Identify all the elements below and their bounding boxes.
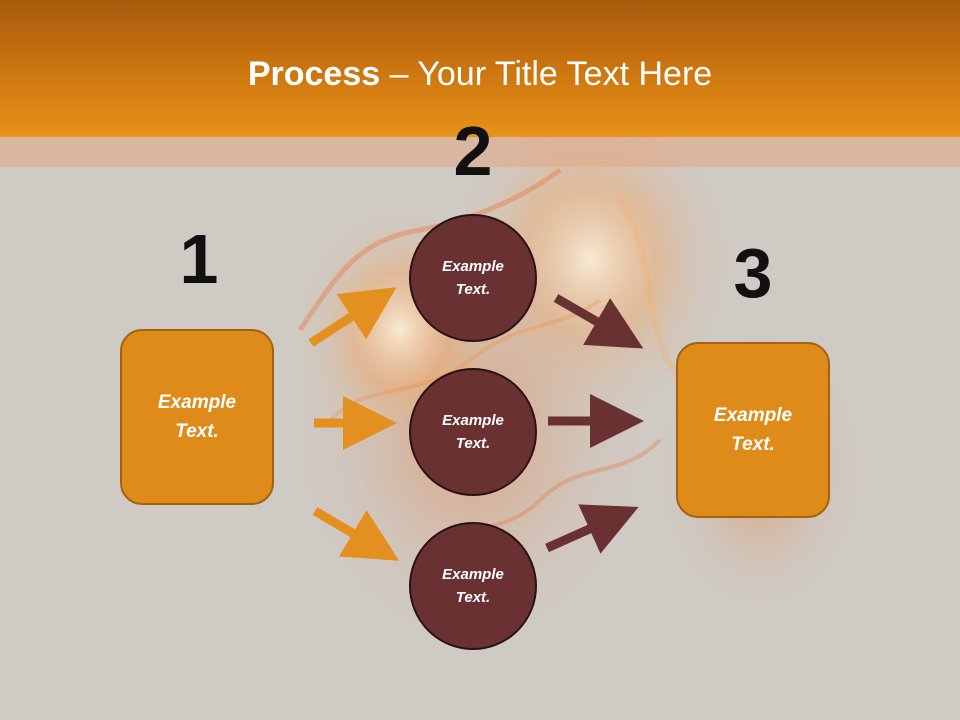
- circle-bottom-text: Example Text.: [442, 566, 504, 606]
- title-rest: – Your Title Text Here: [380, 55, 713, 93]
- left-process-box: Example Text.: [120, 329, 274, 505]
- step-number-1: 1: [179, 220, 219, 298]
- right-box-text: Example Text.: [713, 405, 793, 455]
- step-number-3: 3: [733, 234, 773, 312]
- step-number-2: 2: [453, 112, 493, 190]
- title-bold: Process: [247, 55, 381, 93]
- right-process-box: Example Text.: [676, 342, 830, 518]
- header-strip: [0, 137, 960, 167]
- arrow-top-to-right: [553, 294, 644, 349]
- arrow-left-to-top: [308, 287, 397, 347]
- arrow-left-to-bottom: [312, 507, 400, 561]
- circle-top-text: Example Text.: [442, 258, 504, 298]
- process-circle-bottom: Example Text.: [409, 522, 537, 650]
- circle-middle-text: Example Text.: [442, 412, 504, 452]
- slide-title: Process – Your Title Text Here: [0, 52, 960, 96]
- process-circle-middle: Example Text.: [409, 368, 537, 496]
- arrow-bottom-to-right: [545, 504, 639, 554]
- left-box-text: Example Text.: [157, 392, 237, 442]
- process-circle-top: Example Text.: [409, 214, 537, 342]
- header-bar: [0, 0, 960, 137]
